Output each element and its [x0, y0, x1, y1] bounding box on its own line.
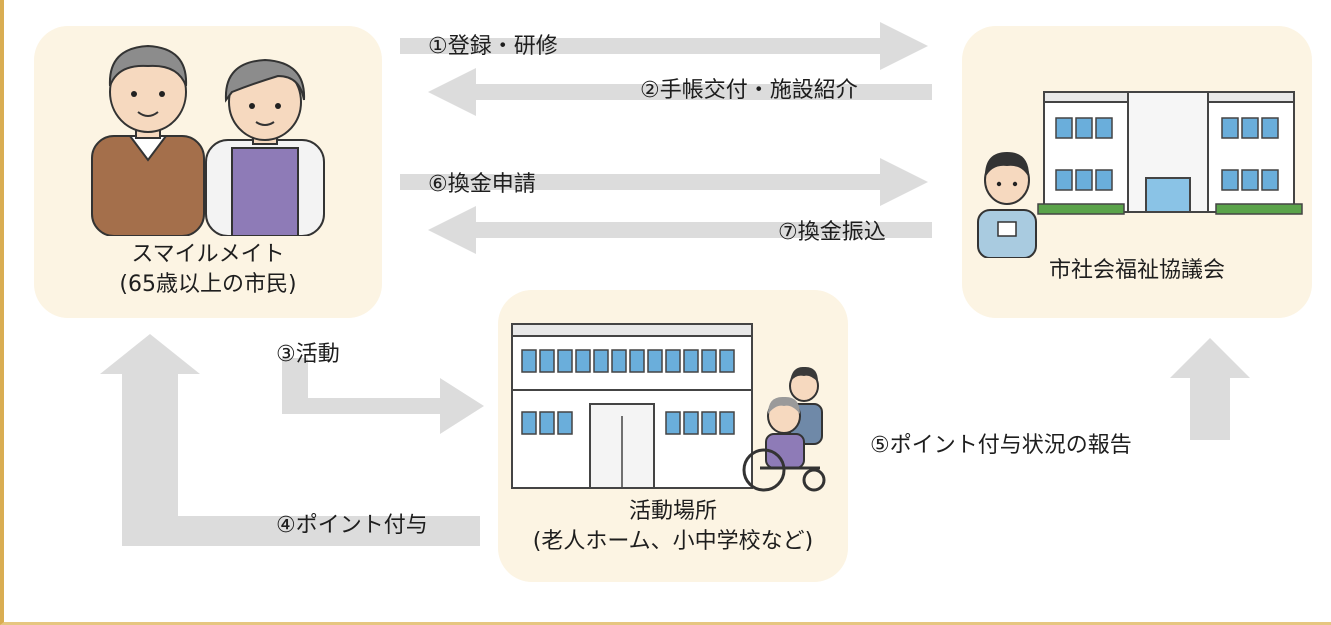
activity-place-caption: 活動場所 (老人ホーム、小中学校など) [498, 497, 848, 556]
exchange-transfer-label: ⑦換金振込 [778, 220, 886, 245]
register-arrow [400, 22, 928, 70]
report-label: ⑤ポイント付与状況の報告 [870, 433, 1132, 458]
council-title: 市社会福祉協議会 [1048, 258, 1225, 283]
activity-place-title: 活動場所 [628, 499, 717, 524]
activity-label: ③活動 [276, 342, 340, 367]
report-arrow [1170, 338, 1250, 440]
point-grant-label: ④ポイント付与 [276, 513, 428, 538]
council-building-illustration [977, 91, 1303, 258]
handbook-label: ②手帳交付・施設紹介 [640, 78, 858, 103]
council-caption: 市社会福祉協議会 [962, 256, 1312, 286]
activity-place-subtitle: (老人ホーム、小中学校など) [532, 528, 814, 554]
activity-arrow [282, 358, 484, 434]
exchange-transfer-arrow [428, 206, 932, 254]
point-grant-arrow [100, 334, 480, 546]
elderly-couple-illustration [91, 44, 325, 236]
smile-mate-title: スマイルメイト [131, 242, 285, 267]
activity-facility-illustration [511, 323, 826, 492]
smile-mate-subtitle: (65歳以上の市民) [119, 271, 297, 297]
register-label: ①登録・研修 [428, 34, 558, 59]
exchange-apply-label: ⑥換金申請 [428, 172, 536, 197]
smile-mate-caption: スマイルメイト (65歳以上の市民) [34, 240, 382, 299]
handbook-arrow [428, 68, 932, 116]
exchange-apply-arrow [400, 158, 928, 206]
